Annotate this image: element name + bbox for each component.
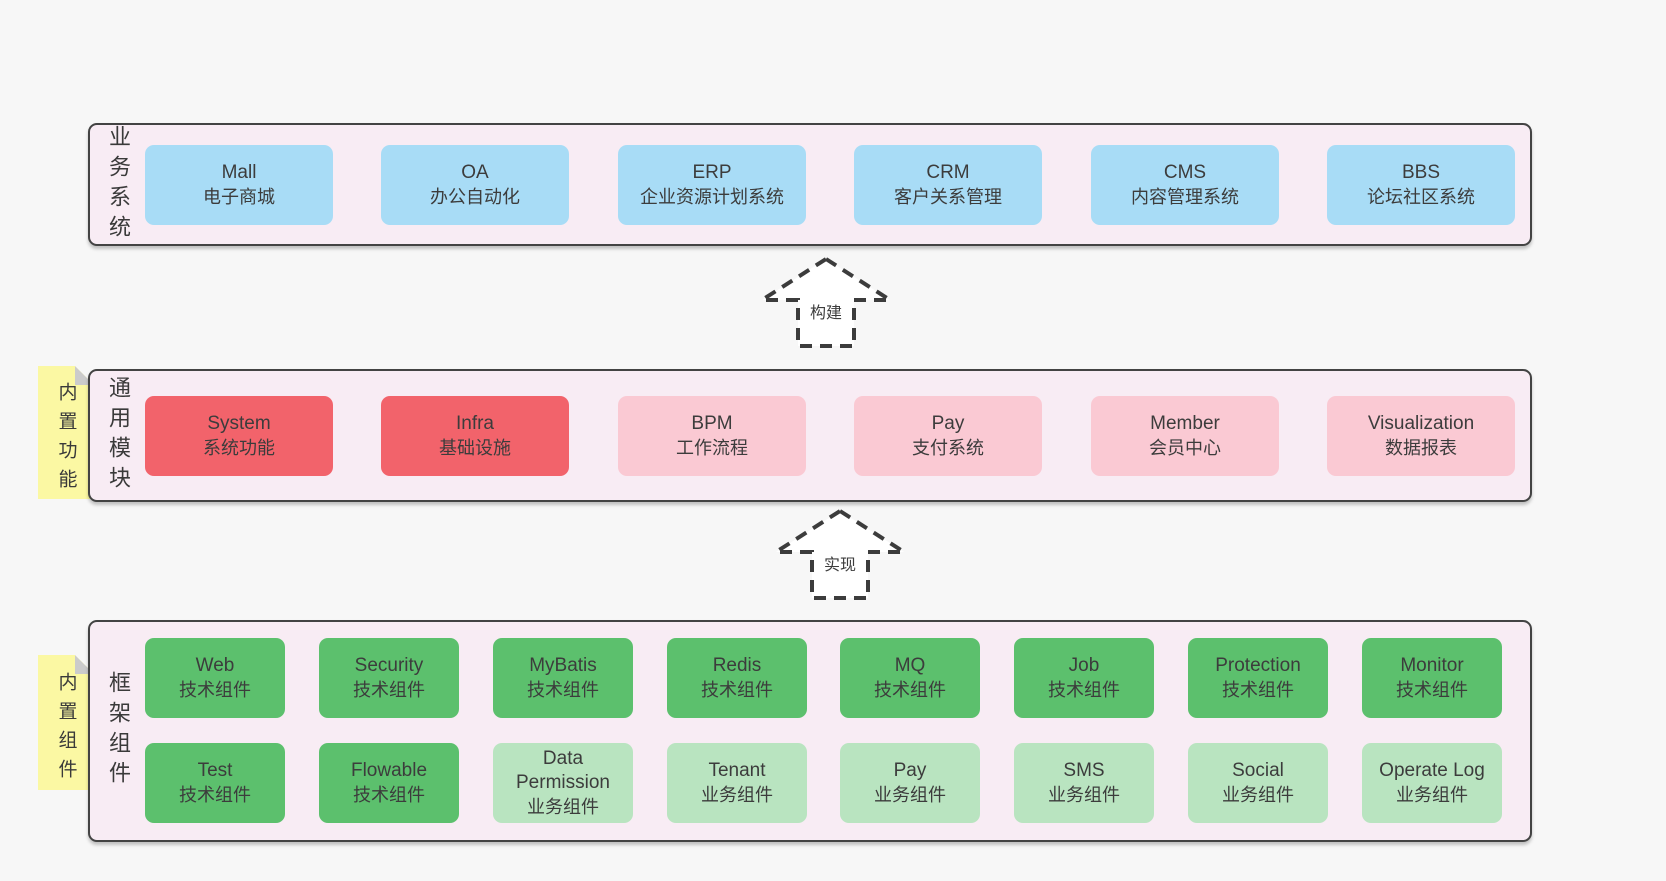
box-visualization-desc: 数据报表: [1385, 437, 1457, 458]
box-crm: CRM 客户关系管理: [854, 144, 1042, 225]
box-operate-log-name: Operate Log: [1379, 760, 1485, 781]
box-member-desc: 会员中心: [1149, 437, 1221, 458]
box-bbs: BBS 论坛社区系统: [1327, 144, 1515, 225]
box-system-desc: 系统功能: [203, 437, 275, 458]
box-bpm-name: BPM: [691, 412, 733, 434]
band-modules-label: 通用模块: [106, 375, 131, 496]
box-pay-component-desc: 业务组件: [874, 785, 946, 805]
box-flowable-name: Flowable: [350, 760, 428, 781]
box-data-permission-desc: 业务组件: [527, 797, 599, 817]
box-mybatis: MyBatis 技术组件: [493, 638, 633, 718]
band-business-label: 业务系统: [106, 124, 131, 245]
box-security-desc: 技术组件: [353, 680, 425, 700]
box-pay-module-name: Pay: [931, 412, 965, 434]
box-protection: Protection 技术组件: [1188, 638, 1328, 718]
box-crm-desc: 客户关系管理: [894, 186, 1002, 207]
box-security-name: Security: [354, 655, 424, 676]
box-mq-name: MQ: [894, 655, 926, 676]
box-redis-desc: 技术组件: [701, 680, 773, 700]
box-member-name: Member: [1150, 412, 1220, 434]
arrow-implement: 实现: [773, 508, 907, 601]
box-system-name: System: [207, 412, 271, 434]
box-infra: Infra 基础设施: [381, 395, 569, 476]
box-system: System 系统功能: [145, 395, 333, 476]
box-erp: ERP 企业资源计划系统: [618, 144, 806, 225]
box-cms-desc: 内容管理系统: [1131, 186, 1239, 207]
box-bbs-desc: 论坛社区系统: [1367, 186, 1475, 207]
box-sms-name: SMS: [1063, 760, 1105, 781]
box-infra-desc: 基础设施: [439, 437, 511, 458]
band-framework-components: 框架组件 Web 技术组件 Security 技术组件 MyBatis 技术组件…: [88, 620, 1532, 842]
box-erp-name: ERP: [692, 161, 732, 183]
box-tenant: Tenant 业务组件: [667, 743, 807, 823]
box-mq-desc: 技术组件: [874, 680, 946, 700]
band-business-systems: 业务系统 Mall 电子商城 OA 办公自动化 ERP 企业资源计划系统 CRM…: [88, 123, 1532, 246]
box-redis: Redis 技术组件: [667, 638, 807, 718]
box-web: Web 技术组件: [145, 638, 285, 718]
box-visualization: Visualization 数据报表: [1327, 395, 1515, 476]
box-oa-name: OA: [461, 161, 489, 183]
box-job-name: Job: [1068, 655, 1100, 676]
box-data-permission-name: Data Permission: [516, 748, 610, 793]
box-oa: OA 办公自动化: [381, 144, 569, 225]
box-bpm: BPM 工作流程: [618, 395, 806, 476]
box-mall: Mall 电子商城: [145, 144, 333, 225]
box-bpm-desc: 工作流程: [676, 437, 748, 458]
box-crm-name: CRM: [926, 161, 970, 183]
box-social-desc: 业务组件: [1222, 785, 1294, 805]
band-components-label: 框架组件: [106, 671, 131, 791]
box-monitor: Monitor 技术组件: [1362, 638, 1502, 718]
box-sms: SMS 业务组件: [1014, 743, 1154, 823]
box-member: Member 会员中心: [1091, 395, 1279, 476]
box-web-name: Web: [195, 655, 235, 676]
box-oa-desc: 办公自动化: [430, 186, 520, 207]
box-bbs-name: BBS: [1401, 161, 1441, 183]
box-mq: MQ 技术组件: [840, 638, 980, 718]
box-cms: CMS 内容管理系统: [1091, 144, 1279, 225]
box-flowable: Flowable 技术组件: [319, 743, 459, 823]
box-protection-desc: 技术组件: [1222, 680, 1294, 700]
box-mall-desc: 电子商城: [203, 186, 275, 207]
box-test-name: Test: [197, 760, 233, 781]
box-redis-name: Redis: [712, 655, 762, 676]
box-data-permission: Data Permission 业务组件: [493, 743, 633, 823]
box-pay-component: Pay 业务组件: [840, 743, 980, 823]
arrow-build: 构建: [759, 256, 893, 349]
arrow-build-label: 构建: [807, 298, 845, 324]
sticky-note-builtin-components: 内置组件: [38, 655, 94, 790]
box-cms-name: CMS: [1163, 161, 1207, 183]
box-pay-component-name: Pay: [893, 760, 927, 781]
box-tenant-desc: 业务组件: [701, 785, 773, 805]
box-erp-desc: 企业资源计划系统: [640, 186, 784, 207]
box-pay-module-desc: 支付系统: [912, 437, 984, 458]
sticky-components-label: 内置组件: [55, 671, 77, 788]
box-operate-log: Operate Log 业务组件: [1362, 743, 1502, 823]
box-web-desc: 技术组件: [179, 680, 251, 700]
box-test-desc: 技术组件: [179, 785, 251, 805]
box-tenant-name: Tenant: [708, 760, 766, 781]
sticky-note-builtin-features: 内置功能: [38, 366, 94, 499]
box-monitor-desc: 技术组件: [1396, 680, 1468, 700]
box-test: Test 技术组件: [145, 743, 285, 823]
box-mall-name: Mall: [221, 161, 257, 183]
box-operate-log-desc: 业务组件: [1396, 785, 1468, 805]
box-social-name: Social: [1232, 760, 1284, 781]
box-job-desc: 技术组件: [1048, 680, 1120, 700]
box-infra-name: Infra: [455, 412, 495, 434]
box-security: Security 技术组件: [319, 638, 459, 718]
box-mybatis-desc: 技术组件: [527, 680, 599, 700]
box-protection-name: Protection: [1215, 655, 1301, 676]
arrow-implement-label: 实现: [821, 550, 859, 576]
box-pay-module: Pay 支付系统: [854, 395, 1042, 476]
box-visualization-name: Visualization: [1367, 412, 1475, 434]
sticky-features-label: 内置功能: [55, 381, 77, 498]
box-sms-desc: 业务组件: [1048, 785, 1120, 805]
box-flowable-desc: 技术组件: [353, 785, 425, 805]
box-social: Social 业务组件: [1188, 743, 1328, 823]
band-common-modules: 通用模块 System 系统功能 Infra 基础设施 BPM 工作流程 Pay…: [88, 369, 1532, 502]
box-mybatis-name: MyBatis: [529, 655, 597, 676]
box-job: Job 技术组件: [1014, 638, 1154, 718]
box-monitor-name: Monitor: [1400, 655, 1464, 676]
